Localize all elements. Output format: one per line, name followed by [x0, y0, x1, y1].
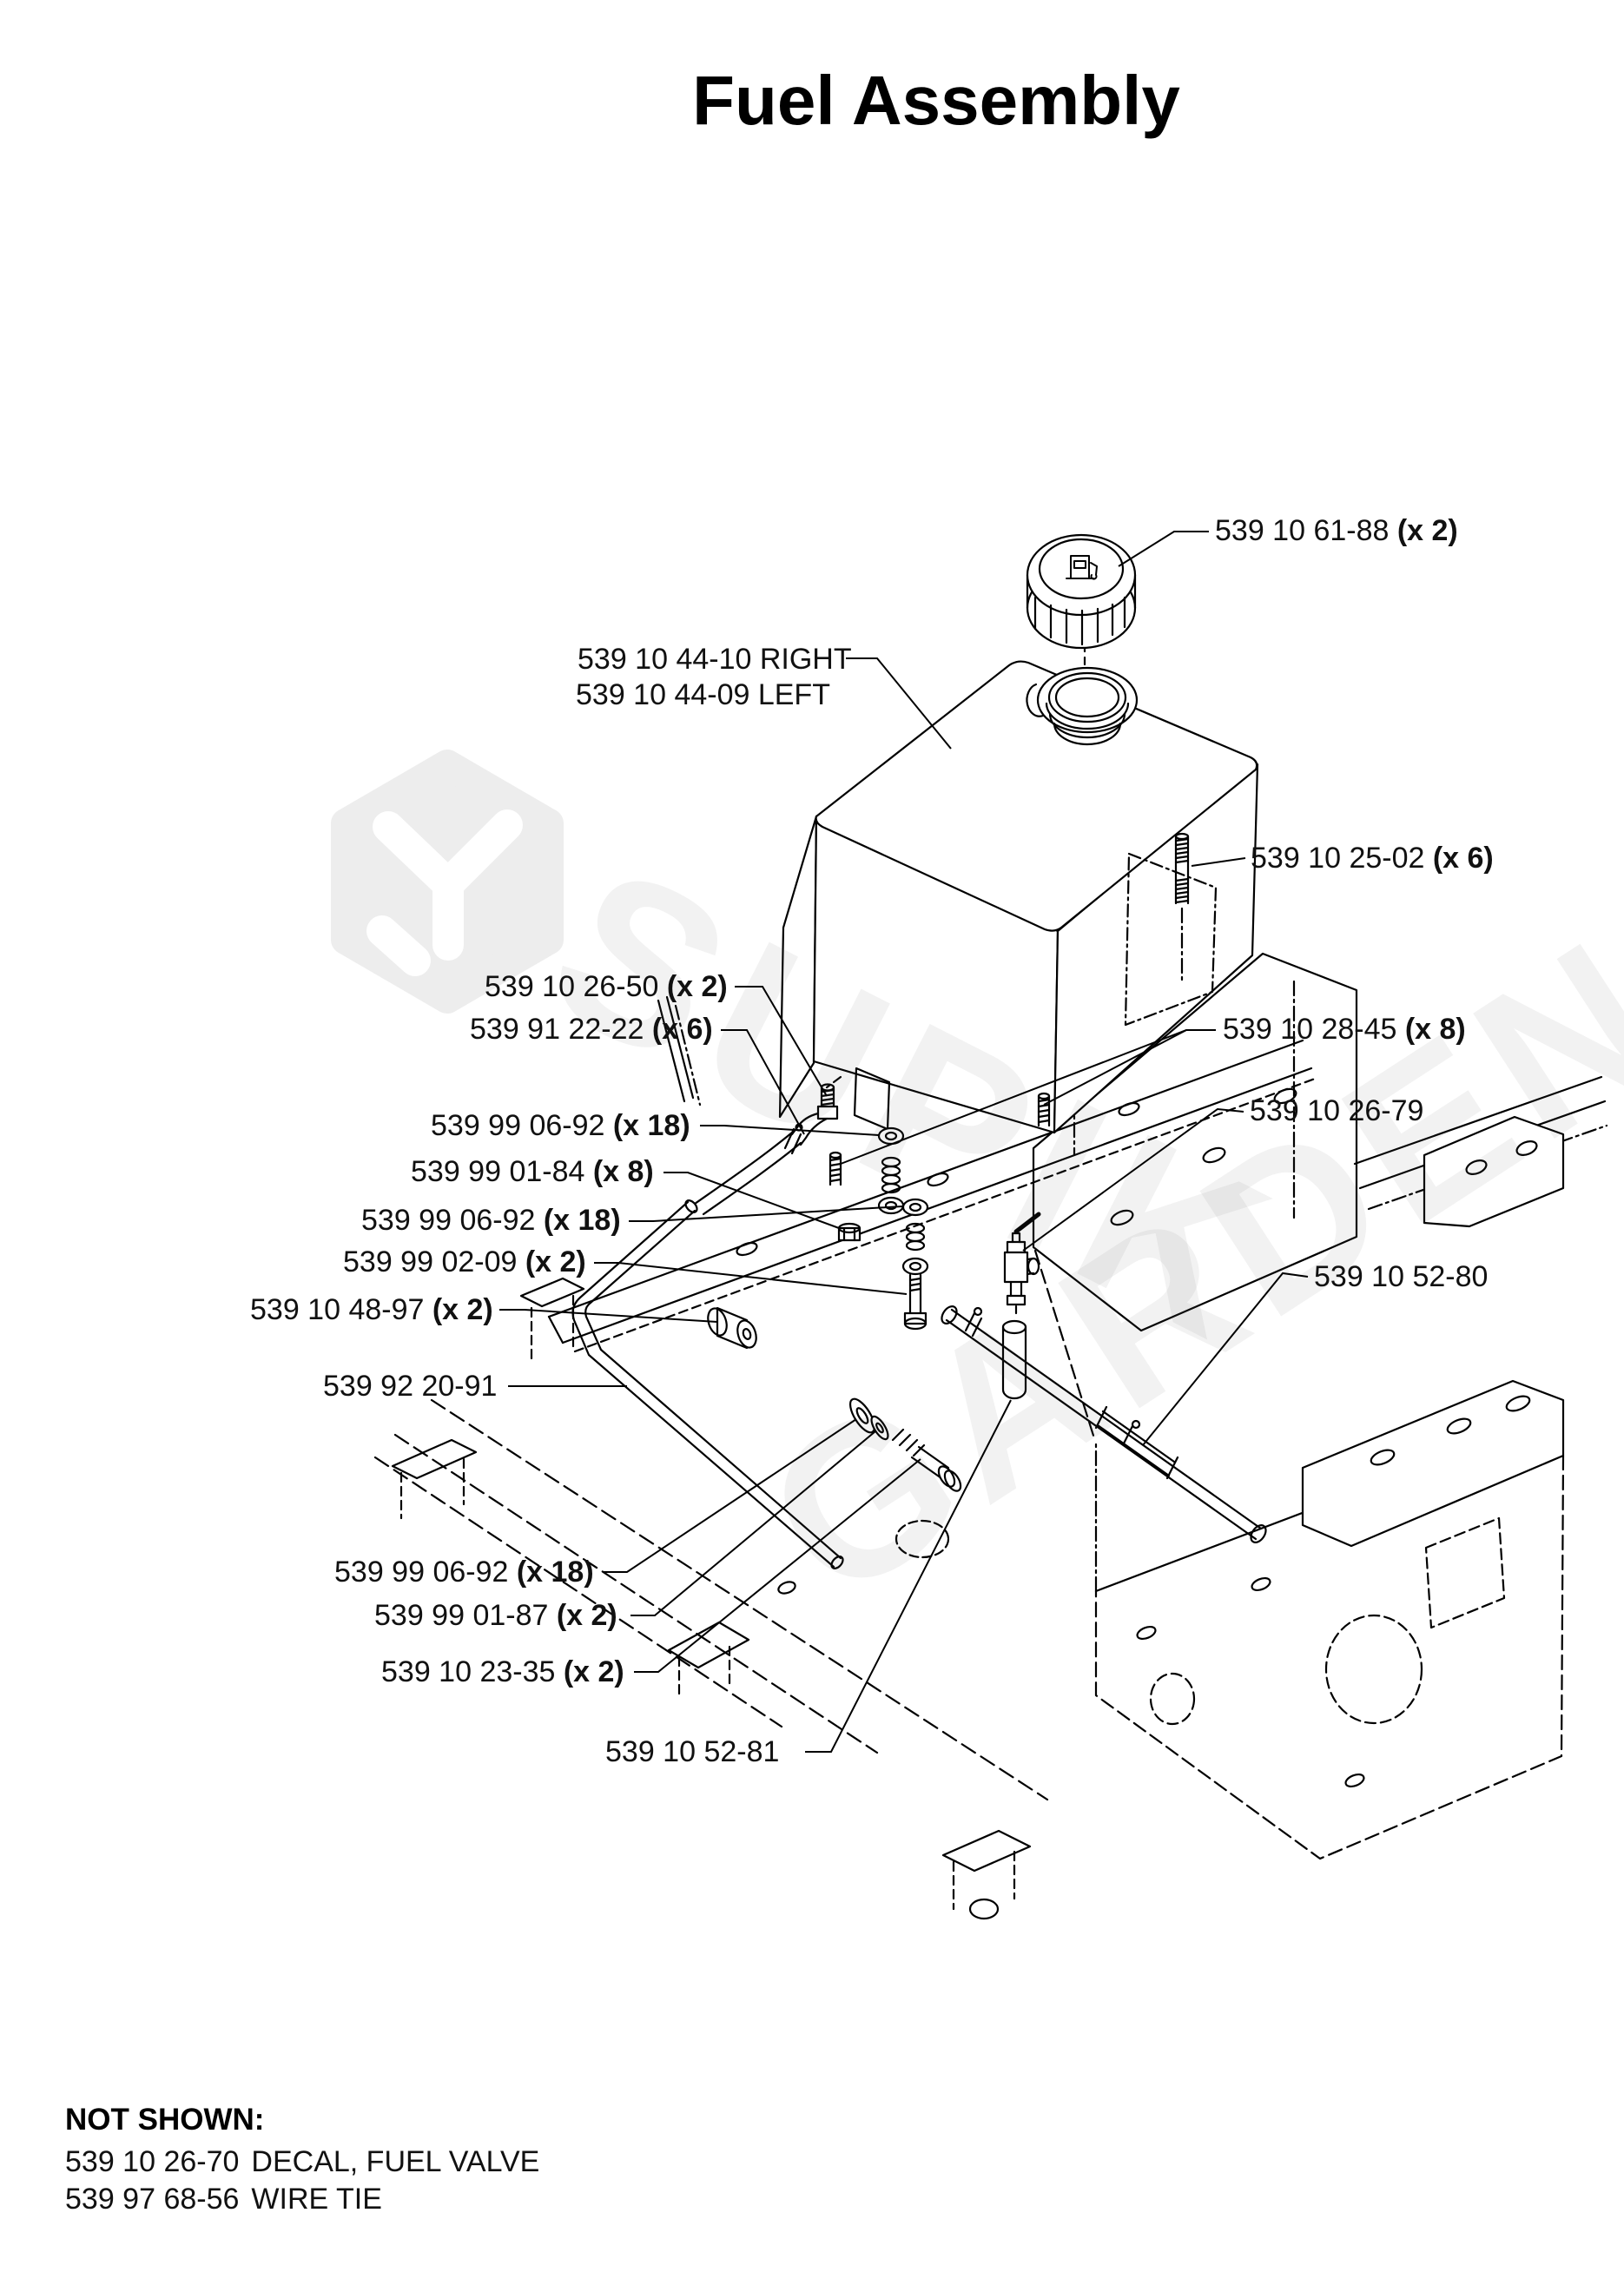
stud-28-45-a [829, 1151, 842, 1186]
not-shown-item: 539 10 26-70 DECAL, FUEL VALVE [65, 2145, 539, 2178]
part-label-539-99-01-84: 539 99 01-84 (x 8) [411, 1155, 654, 1188]
part-label-539-10-48-97: 539 10 48-97 (x 2) [250, 1293, 493, 1326]
fuel-valve [1003, 1212, 1041, 1320]
part-label-539-10-52-81: 539 10 52-81 [605, 1735, 779, 1768]
leader-line [634, 1458, 921, 1673]
part-label-539-99-01-87: 539 99 01-87 (x 2) [374, 1599, 617, 1632]
part-label-539-99-02-09: 539 99 02-09 (x 2) [343, 1245, 586, 1278]
fastener-stack-2 [901, 1198, 929, 1331]
leader-line [1043, 1029, 1187, 1106]
leader-line [1142, 1272, 1309, 1446]
leader-line [846, 657, 952, 750]
part-label-539-10-26-79: 539 10 26-79 [1250, 1094, 1423, 1127]
leader-line [630, 1430, 876, 1616]
support-rod [941, 1305, 1267, 1543]
frame-lower-left-rails [373, 1398, 1049, 1801]
part-labels: 539 10 61-88 (x 2)539 10 44-10 RIGHT539 … [250, 514, 1494, 1768]
not-shown-heading: NOT SHOWN: [65, 2103, 264, 2137]
leader-line [603, 1418, 857, 1573]
part-label-539-92-20-91: 539 92 20-91 [323, 1370, 497, 1403]
leader-line [1022, 1107, 1244, 1252]
part-label-539-10-61-88: 539 10 61-88 (x 2) [1215, 514, 1458, 547]
leader-line [1191, 857, 1246, 867]
leader-line [805, 1399, 1012, 1753]
frame-main-rail [519, 1039, 1317, 1362]
leader-line [663, 1172, 840, 1229]
part-label-539-10-25-02: 539 10 25-02 (x 6) [1251, 842, 1494, 875]
part-label-539-10-44-09-LEFT: 539 10 44-09 LEFT [576, 678, 830, 711]
part-label-539-10-26-50: 539 10 26-50 (x 2) [485, 970, 728, 1003]
fuel-tank [778, 660, 1259, 1134]
page-title: Fuel Assembly [692, 62, 1180, 139]
exploded-diagram [373, 533, 1608, 1920]
support-tube [571, 1199, 844, 1569]
part-label-539-10-23-35: 539 10 23-35 (x 2) [381, 1655, 624, 1688]
stud-28-45-b [1037, 1092, 1051, 1127]
fuel-cap [1026, 533, 1137, 667]
not-shown-item-number: 539 10 26-70 [65, 2145, 239, 2178]
part-label-539-91-22-22: 539 91 22-22 (x 6) [470, 1013, 713, 1046]
fuel-pump-icon [1066, 555, 1098, 580]
leader-line [735, 986, 828, 1097]
stud-25-02 [1174, 832, 1190, 985]
leader-line [700, 1125, 880, 1136]
leader-line [629, 1206, 903, 1222]
not-shown-item-name: DECAL, FUEL VALVE [251, 2145, 539, 2178]
fuel-filter-tube [1001, 1319, 1027, 1400]
frame-left-post [657, 995, 702, 1106]
not-shown-item-name: WIRE TIE [251, 2183, 382, 2216]
elbow-fitting [790, 1083, 839, 1146]
part-label-539-99-06-92: 539 99 06-92 (x 18) [334, 1556, 594, 1589]
part-label-539-99-06-92: 539 99 06-92 (x 18) [431, 1109, 690, 1142]
frame-upper-right [1353, 1075, 1608, 1228]
leader-line [499, 1309, 718, 1323]
part-label-539-10-44-10-RIGHT: 539 10 44-10 RIGHT [578, 643, 852, 676]
watermark-logo-icon [331, 750, 564, 1014]
part-label-539-10-28-45: 539 10 28-45 (x 8) [1223, 1013, 1466, 1046]
part-label-539-99-06-92: 539 99 06-92 (x 18) [361, 1204, 621, 1237]
leader-line [721, 1029, 805, 1135]
rubber-bumper [707, 1306, 757, 1350]
not-shown-section: NOT SHOWN: 539 10 26-70 DECAL, FUEL VALVE… [65, 2103, 539, 2216]
leader-line [1118, 531, 1209, 567]
fastener-stack-1 [877, 1126, 905, 1215]
fuel-hose [693, 1123, 803, 1216]
frame-rear-plate [1032, 952, 1358, 1332]
leader-line [594, 1262, 908, 1295]
bolt-assembly [848, 1397, 962, 1492]
not-shown-item: 539 97 68-56 WIRE TIE [65, 2183, 382, 2216]
filler-neck [1026, 666, 1139, 746]
not-shown-item-number: 539 97 68-56 [65, 2183, 239, 2216]
frame-engine-deck [777, 1249, 1565, 1920]
hex-nut [837, 1222, 862, 1242]
part-label-539-10-52-80: 539 10 52-80 [1314, 1260, 1488, 1293]
